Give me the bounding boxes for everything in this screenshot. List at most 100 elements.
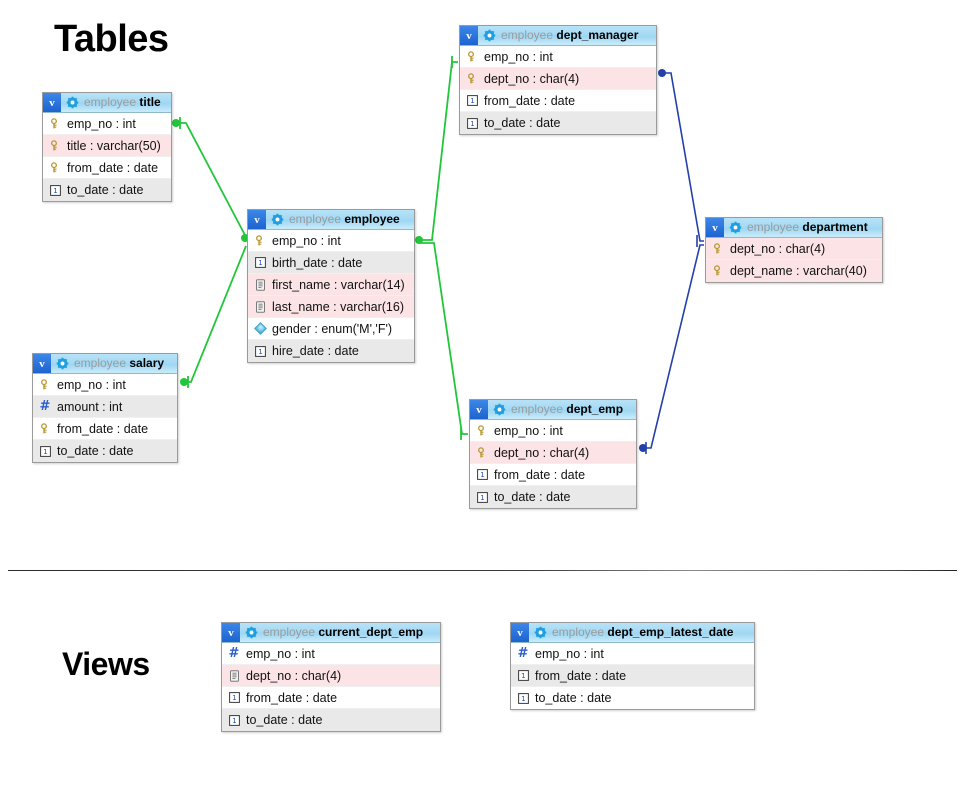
key-icon xyxy=(711,242,725,256)
view-badge-icon: v xyxy=(33,354,51,373)
entity-title: employee salary xyxy=(74,354,171,373)
column-label: title : varchar(50) xyxy=(67,138,161,153)
entity-title: employee dept_emp_latest_date xyxy=(552,623,740,642)
column-row[interactable]: 1 hire_date : date xyxy=(248,340,414,362)
column-row[interactable]: emp_no : int xyxy=(43,113,171,135)
key-icon xyxy=(38,422,52,436)
schema-name: employee xyxy=(289,212,342,226)
column-label: from_date : date xyxy=(494,467,586,482)
column-label: emp_no : int xyxy=(484,49,553,64)
gear-icon xyxy=(491,400,507,419)
column-label: to_date : date xyxy=(484,116,561,130)
key-icon xyxy=(465,50,479,64)
column-row[interactable]: 1 from_date : date xyxy=(460,90,656,112)
column-label: emp_no : int xyxy=(272,233,341,248)
column-label: dept_no : char(4) xyxy=(730,241,826,256)
column-row[interactable]: gender : enum('M','F') xyxy=(248,318,414,340)
schema-name: employee xyxy=(501,28,554,42)
entity-header-salary[interactable]: v employee salary xyxy=(33,354,177,374)
column-row[interactable]: emp_no : int xyxy=(470,420,636,442)
column-row[interactable]: dept_no : char(4) xyxy=(470,442,636,464)
column-label: emp_no : int xyxy=(246,646,315,661)
view-badge-icon: v xyxy=(460,26,478,45)
column-label: hire_date : date xyxy=(272,344,359,358)
column-label: dept_no : char(4) xyxy=(494,445,590,460)
view-badge-icon: v xyxy=(43,93,61,112)
key-icon xyxy=(711,264,725,278)
column-row[interactable]: #amount : int xyxy=(33,396,177,418)
gear-icon xyxy=(727,218,743,237)
column-row[interactable]: from_date : date xyxy=(43,157,171,179)
key-icon xyxy=(253,234,267,248)
entity-salary[interactable]: v employee salary emp_no : int #amount : in… xyxy=(32,353,178,463)
column-row[interactable]: dept_no : char(4) xyxy=(460,68,656,90)
column-row[interactable]: 1 from_date : date xyxy=(511,665,754,687)
column-label: emp_no : int xyxy=(57,377,126,392)
column-label: dept_no : char(4) xyxy=(484,71,580,86)
key-icon xyxy=(475,446,489,460)
gear-icon xyxy=(532,623,548,642)
hash-icon: # xyxy=(39,399,51,414)
column-row[interactable]: emp_no : int xyxy=(248,230,414,252)
relation-employee-dept-emp xyxy=(420,242,476,440)
view-badge-icon: v xyxy=(706,218,724,237)
entity-header-title[interactable]: v employee title xyxy=(43,93,171,113)
column-row[interactable]: first_name : varchar(14) xyxy=(248,274,414,296)
column-row[interactable]: dept_no : char(4) xyxy=(706,238,882,260)
column-label: emp_no : int xyxy=(535,646,604,661)
column-label: from_date : date xyxy=(535,668,627,683)
relation-title-employee xyxy=(172,117,249,242)
column-row[interactable]: emp_no : int xyxy=(33,374,177,396)
section-divider xyxy=(8,570,957,571)
column-label: dept_name : varchar(40) xyxy=(730,264,867,278)
column-row[interactable]: dept_no : char(4) xyxy=(222,665,440,687)
entity-name: title xyxy=(139,95,161,109)
entity-title: employee title xyxy=(84,93,168,112)
svg-text:1: 1 xyxy=(258,348,262,356)
column-label: from_date : date xyxy=(484,93,576,108)
date-icon: 1 xyxy=(38,444,52,458)
key-icon xyxy=(48,117,62,131)
view-badge-icon: v xyxy=(470,400,488,419)
column-row[interactable]: last_name : varchar(16) xyxy=(248,296,414,318)
svg-text:1: 1 xyxy=(521,672,525,680)
column-row[interactable]: title : varchar(50) xyxy=(43,135,171,157)
svg-text:1: 1 xyxy=(470,97,474,105)
hash-icon: # xyxy=(228,646,240,661)
date-icon: 1 xyxy=(516,669,530,683)
column-row[interactable]: from_date : date xyxy=(33,418,177,440)
key-icon xyxy=(465,72,479,86)
section-title-tables: Tables xyxy=(54,18,169,60)
column-row[interactable]: dept_name : varchar(40) xyxy=(706,260,882,282)
entity-name: dept_emp xyxy=(566,402,624,416)
column-row[interactable]: # emp_no : int xyxy=(222,643,440,665)
column-row[interactable]: emp_no : int xyxy=(460,46,656,68)
column-row[interactable]: #emp_no : int xyxy=(511,643,754,665)
svg-text:1: 1 xyxy=(232,717,236,725)
key-icon xyxy=(38,378,52,392)
gear-icon xyxy=(64,93,80,112)
